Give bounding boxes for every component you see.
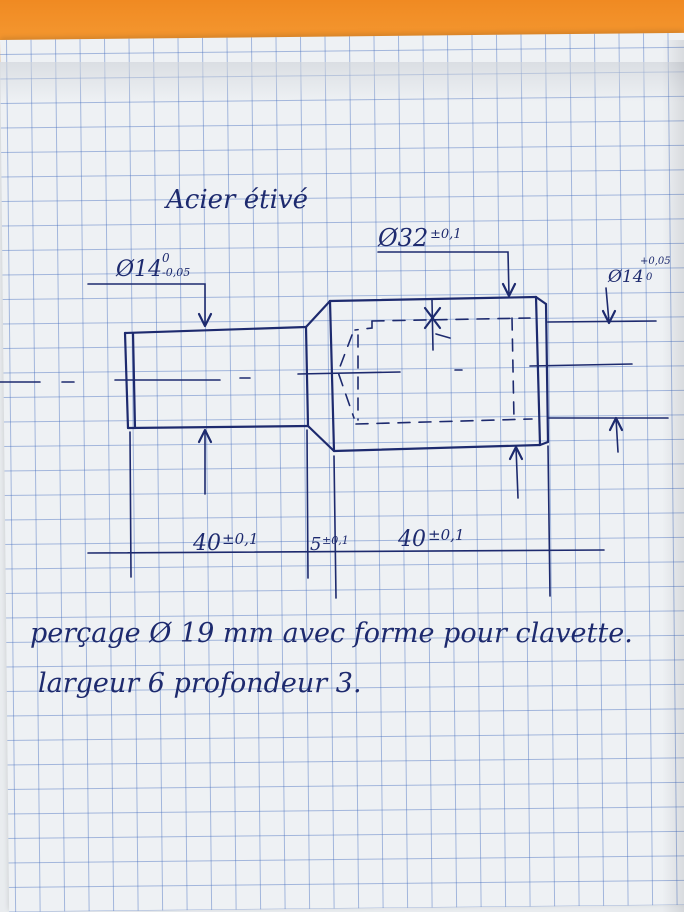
hidden-bore-dashed xyxy=(337,317,533,425)
chamfer-length-tol: ±0,1 xyxy=(322,534,349,547)
main-body-outline xyxy=(328,295,550,453)
note-line-2: largeur 6 profondeur 3. xyxy=(38,668,362,699)
right-length-tol: ±0,1 xyxy=(428,526,464,544)
main-diameter-label: Ø32 xyxy=(377,224,428,252)
page-edge-shadow xyxy=(662,40,684,912)
dim-left-diameter xyxy=(87,283,213,495)
note-line-1: perçage Ø 19 mm avec forme pour clavette… xyxy=(30,618,633,649)
main-diameter-tol: ±0,1 xyxy=(430,227,462,242)
bore-diameter-tol-upper: +0,05 xyxy=(640,256,671,267)
paper-fold-shadow xyxy=(0,62,684,102)
material-label: Acier étivé xyxy=(164,185,308,215)
dim-main-diameter xyxy=(377,251,524,499)
chamfer-outline xyxy=(304,299,336,453)
chamfer-length-label: 5 xyxy=(310,534,321,555)
length-extension-lines xyxy=(87,429,605,599)
right-length-label: 40 xyxy=(397,527,426,552)
bore-diameter-tol-lower: 0 xyxy=(646,272,653,283)
keyway-mark xyxy=(423,299,451,351)
bore-diameter-label: Ø14 xyxy=(607,267,644,287)
left-length-tol: ±0,1 xyxy=(222,530,258,548)
left-shaft-outline xyxy=(123,325,310,430)
dim-bore-diameter xyxy=(547,287,669,453)
left-diameter-label: Ø14 xyxy=(115,257,162,282)
left-length-label: 40 xyxy=(192,531,221,556)
left-diameter-tol-lower: -0,05 xyxy=(162,266,190,279)
left-diameter-tol-upper: 0 xyxy=(162,251,170,265)
